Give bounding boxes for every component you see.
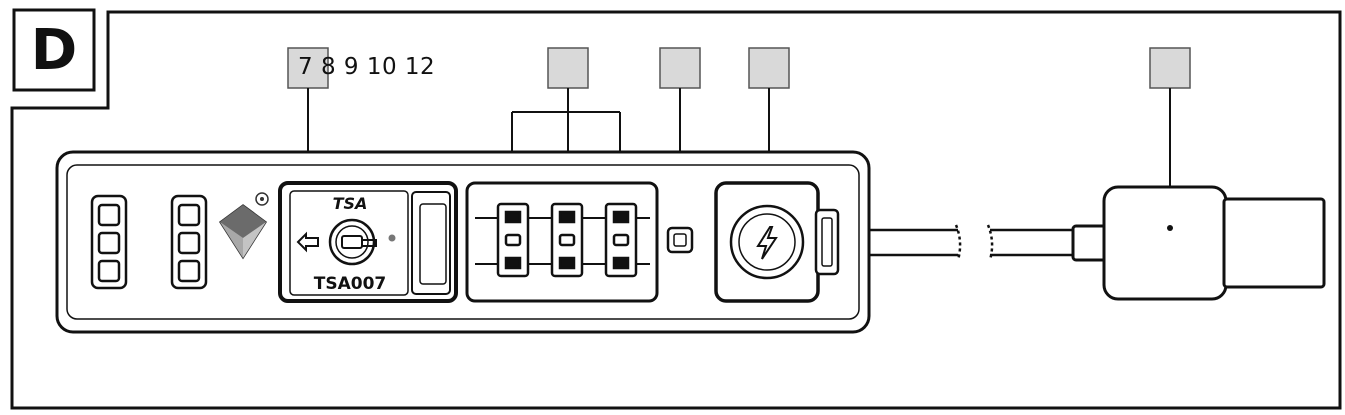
usb-connector: [1071, 185, 1326, 301]
callout-box-connector: [1149, 47, 1191, 89]
dial-wheel: [496, 202, 530, 278]
charge-button: [714, 181, 840, 303]
keyhole-icon: [328, 218, 377, 266]
callout-box-lock: [287, 47, 329, 89]
lock-model-label: TSA007: [314, 274, 386, 294]
callout-box-dials: [547, 47, 589, 89]
callout-box-charge-button: [748, 47, 790, 89]
tsa-diamond-icon: [218, 192, 269, 260]
callout-numbers: 7 8 9 10 12: [298, 54, 436, 80]
light-indicator-icon: [666, 226, 694, 254]
dial-wheel: [550, 202, 584, 278]
callout-box-indicator: [659, 47, 701, 89]
lock-dot: [388, 234, 396, 242]
dial-wheel: [604, 202, 638, 278]
cable: [869, 224, 1075, 261]
lightning-icon: [756, 226, 778, 260]
connector-marker: [1167, 225, 1173, 231]
lock-brand-mark: TSA: [333, 194, 368, 213]
arrow-pointer-icon: [296, 231, 319, 253]
diagram-frame: [10, 10, 1342, 410]
device-body-inner: [66, 164, 860, 320]
section-letter: D: [30, 17, 78, 83]
section-letter-box: [12, 8, 96, 92]
strap-slot-left: [90, 194, 128, 290]
strap-slot-right: [170, 194, 208, 290]
